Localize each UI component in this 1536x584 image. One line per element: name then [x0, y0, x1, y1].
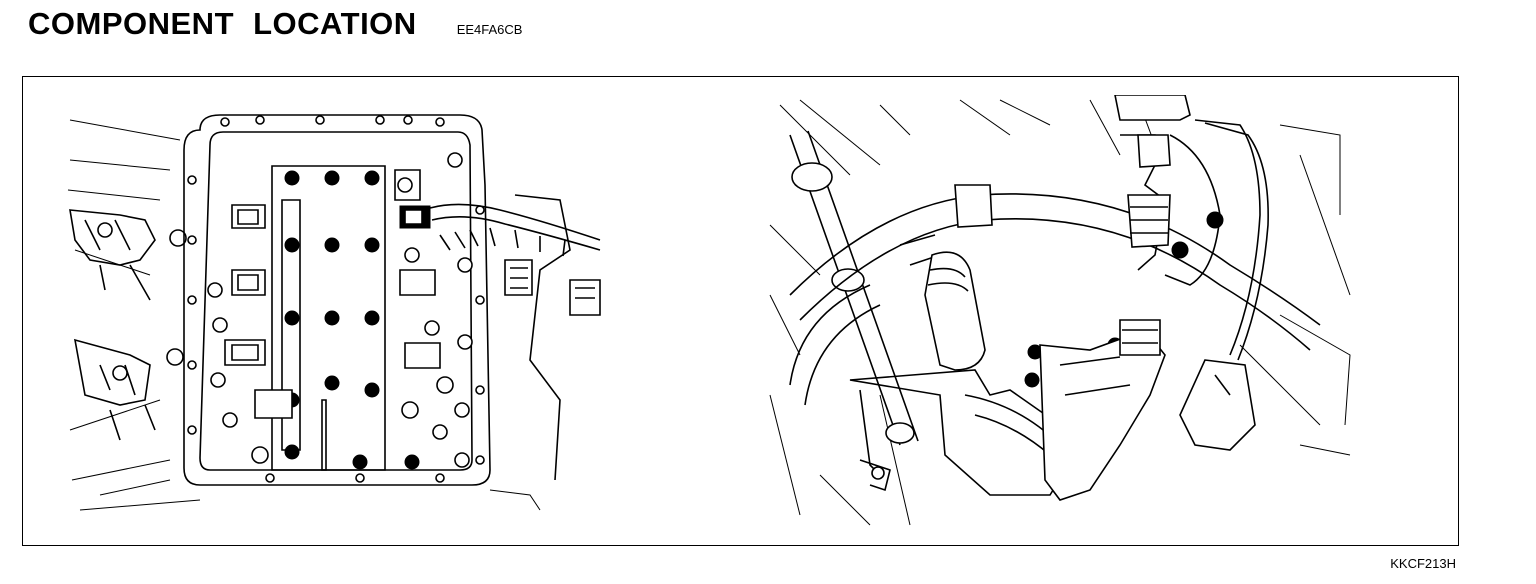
page-title: COMPONENT LOCATION	[28, 6, 417, 41]
title-row: COMPONENT LOCATION EE4FA6CB	[28, 6, 522, 46]
figure-code: KKCF213H	[1390, 556, 1456, 571]
engine-compartment-illustration	[769, 95, 1351, 526]
figure-frame	[22, 76, 1459, 546]
valve-body-illustration	[67, 114, 601, 511]
section-code: EE4FA6CB	[456, 22, 523, 37]
